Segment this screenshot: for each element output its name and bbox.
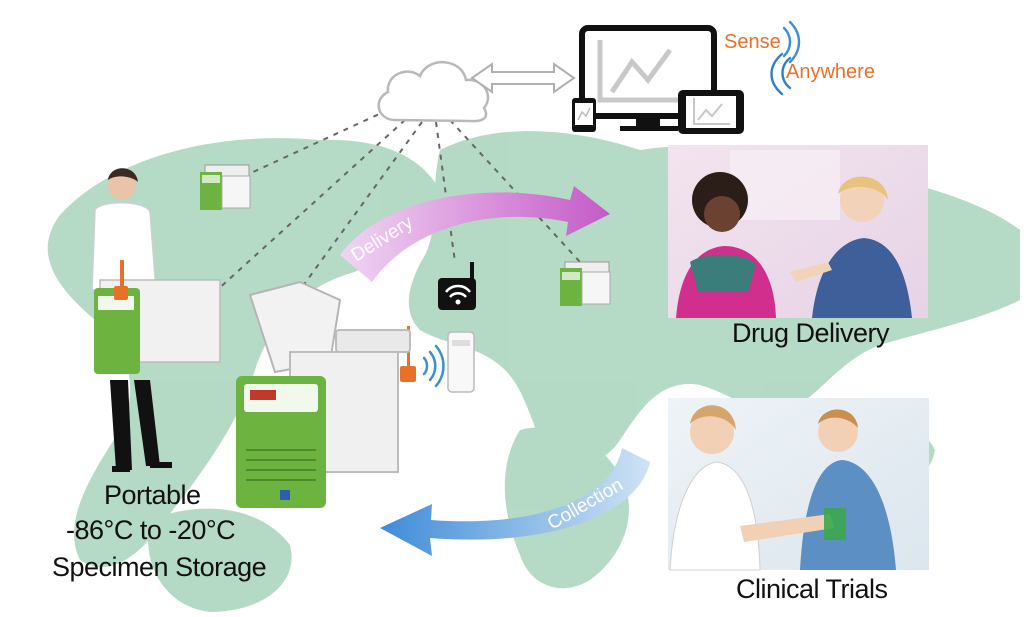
wireless-signal-icon [422, 344, 445, 388]
brand-name-line2: Anywhere [786, 61, 875, 83]
person-figure [91, 168, 221, 472]
tablet-icon [678, 90, 744, 134]
drug-delivery-photo [668, 145, 928, 318]
freezer-icon [560, 261, 611, 306]
freezer-icon [200, 164, 251, 210]
storage-caption-line2: -86°C to -20°C [66, 515, 236, 545]
brand-name-line1: Sense [724, 31, 781, 53]
delivery-arrow [340, 186, 610, 282]
sensor-device-icon [447, 331, 475, 393]
storage-caption-line3: Specimen Storage [52, 552, 267, 582]
storage-caption-line1: Portable [104, 480, 201, 510]
clinical-trials-photo [668, 398, 929, 571]
cloud-icon [377, 60, 490, 123]
brand-wave-icon [770, 20, 801, 96]
cloud-connections [214, 109, 581, 293]
wifi-gateway-icon [438, 262, 476, 310]
freezer-icon [236, 280, 411, 508]
phone-icon [572, 98, 596, 132]
collection-arrow [380, 448, 650, 556]
double-arrow-icon [470, 62, 576, 94]
clinical-trials-caption: Clinical Trials [736, 574, 888, 604]
drug-delivery-caption: Drug Delivery [732, 318, 890, 348]
